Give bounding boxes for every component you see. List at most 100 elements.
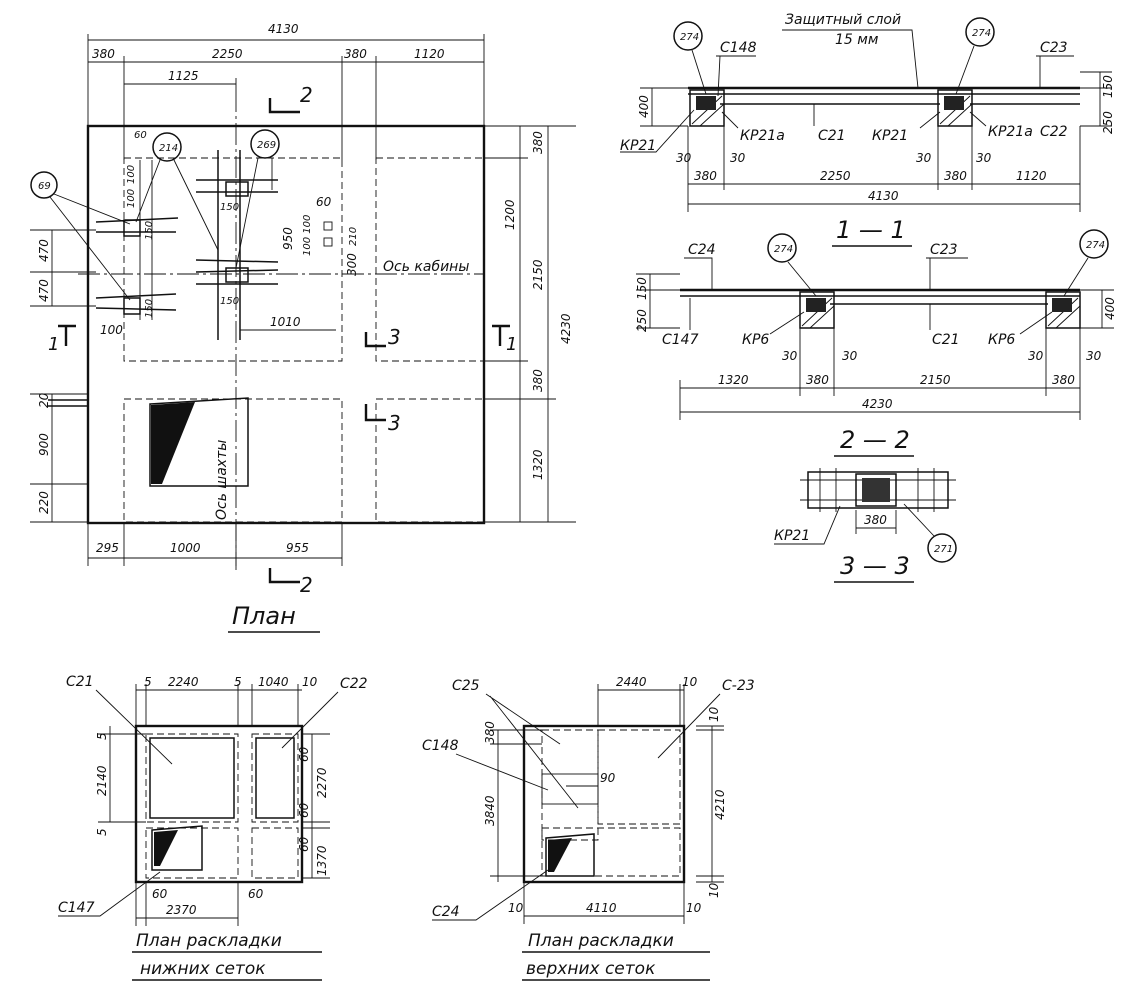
plan-dim-210: 210 xyxy=(348,227,359,246)
s11-label-c148: С148 xyxy=(720,40,757,56)
s33-outline xyxy=(807,471,949,509)
ln-bottom-dim-lines xyxy=(135,882,239,926)
ln-label-c147-leader xyxy=(58,871,161,917)
ln-label-c147: С147 xyxy=(58,900,95,916)
upper-nets-plan: С25 С-23 С148 С24 2440 10 10 4210 10 380… xyxy=(422,675,755,981)
plan-view: Ось кабины Ось шахты 2 2 1 1 3 3 4130 xyxy=(30,22,576,633)
plan-embed-plate-3 xyxy=(225,181,249,197)
ln-dim-5c: 5 xyxy=(95,732,109,740)
ln-slab-outline xyxy=(134,724,304,884)
s11-beam-hatch xyxy=(691,95,973,127)
s11-label-kr21a-right-leader xyxy=(969,111,987,127)
plan-section-3-lower-label: 3 xyxy=(388,411,401,435)
plan-shaft-door-fill xyxy=(151,402,195,484)
un-slab-outline xyxy=(522,724,686,884)
ln-net-c21 xyxy=(145,733,239,823)
plan-top-dimension-lines xyxy=(87,34,485,160)
s22-vertical-dim-lines xyxy=(636,273,1114,329)
s11-label-c23: С23 xyxy=(1040,40,1068,56)
s33-callout-271 xyxy=(927,533,957,563)
plan-dim-100a: 100 xyxy=(126,165,137,184)
plan-dim-left-470a: 470 xyxy=(37,239,51,262)
s11-slab-lines xyxy=(688,93,1080,105)
s22-label-c24: С24 xyxy=(688,242,716,258)
plan-dim-right-380-mid: 380 xyxy=(531,369,545,392)
plan-dim-100b: 100 xyxy=(126,189,137,208)
plan-rebar-left-vertical xyxy=(139,160,153,320)
s11-label-kr21-right: КР21 xyxy=(872,128,908,144)
s11-callout-274-left-label: 274 xyxy=(680,32,699,43)
plan-callout-269-label: 269 xyxy=(257,140,276,151)
s22-dim-380a: 380 xyxy=(806,373,829,387)
plan-callout-269-leaders xyxy=(235,157,273,269)
s11-callout-274-right-label: 274 xyxy=(972,28,991,39)
s22-dim-1320: 1320 xyxy=(718,373,749,387)
s22-callout-274-left-label: 274 xyxy=(774,244,793,255)
plan-left-attachment xyxy=(48,399,88,407)
ln-dim-1040: 1040 xyxy=(258,675,289,689)
s22-dim-30d: 30 xyxy=(1086,349,1102,363)
ln-shaft-door-fill xyxy=(154,830,178,866)
s22-label-c23-leader xyxy=(926,257,968,290)
ln-title-2: нижних сеток xyxy=(140,959,266,979)
s22-dim-400: 400 xyxy=(1103,297,1117,320)
plan-cabin-axis-label: Ось кабины xyxy=(383,259,469,275)
un-shaft-door-fill xyxy=(548,838,572,872)
plan-dim-150a: 150 xyxy=(144,221,155,240)
un-right-dim-lines xyxy=(696,725,724,883)
s11-dim-250: 250 xyxy=(1101,111,1115,134)
ln-dim-5d: 5 xyxy=(95,828,109,836)
s33-callout-271-label: 271 xyxy=(934,544,953,555)
un-dim-10c: 10 xyxy=(707,882,721,898)
s11-dim-400: 400 xyxy=(637,95,651,118)
ln-shaft-door xyxy=(151,825,203,871)
section-2-2: 274 274 С24 С23 С147 С21 КР6 КР6 150 250… xyxy=(635,229,1117,457)
un-title-1: План раскладки xyxy=(528,931,674,951)
plan-small-plate-1 xyxy=(323,221,333,231)
un-dim-10b: 10 xyxy=(707,706,721,722)
plan-cabin-opening xyxy=(123,157,343,362)
un-dim-4110: 4110 xyxy=(586,901,617,915)
s22-dim-30a: 30 xyxy=(782,349,798,363)
un-dim-90: 90 xyxy=(600,771,616,785)
s22-dim-150: 150 xyxy=(635,277,649,300)
plan-slab-outline xyxy=(86,124,486,525)
s22-label-c21: С21 xyxy=(932,332,960,348)
plan-embed-plate-2 xyxy=(123,297,141,315)
un-dim-3840: 3840 xyxy=(483,795,497,826)
plan-dim-seg2: 2250 xyxy=(212,47,243,61)
s11-dim-4130: 4130 xyxy=(868,189,899,203)
plan-dim-300: 300 xyxy=(345,253,359,276)
plan-dim-150d: 150 xyxy=(220,296,239,307)
plan-dim-seg4: 1120 xyxy=(414,47,445,61)
plan-embed-plate-4 xyxy=(225,267,249,283)
section-1-1: Защитный слой 15 мм 274 274 С148 С23 С21… xyxy=(620,12,1115,247)
un-label-c148: С148 xyxy=(422,738,459,754)
s11-callout-274-right xyxy=(965,17,995,47)
s33-embed xyxy=(855,473,897,507)
plan-dim-left-20: 20 xyxy=(37,392,51,408)
ln-dim-10: 10 xyxy=(302,675,318,689)
un-label-c148-leader xyxy=(455,753,549,791)
s11-left-embed xyxy=(696,96,716,110)
un-left-dim-lines xyxy=(490,729,542,882)
plan-callout-69-label: 69 xyxy=(38,181,51,192)
un-label-c24: С24 xyxy=(432,904,460,920)
ln-right-opening xyxy=(255,737,295,819)
un-label-c25: С25 xyxy=(452,678,480,694)
s11-left-beam xyxy=(689,89,725,127)
ln-net-c22 xyxy=(251,733,299,823)
un-label-c25-leaders xyxy=(485,693,579,809)
plan-right-opening-bottom xyxy=(375,398,485,523)
s11-label-kr21-right-leader xyxy=(919,111,941,129)
s11-dim-1120: 1120 xyxy=(1016,169,1047,183)
un-shaft-door xyxy=(545,833,595,877)
s33-dim-380-lines xyxy=(855,510,897,534)
s11-dim-150: 150 xyxy=(1101,75,1115,98)
plan-section-3-lower-mark xyxy=(364,404,386,422)
ln-dim-60a: 60 xyxy=(297,746,311,762)
s11-label-kr21a-right: КР21а xyxy=(988,124,1033,140)
plan-dim-right-2150: 2150 xyxy=(531,259,545,290)
plan-callout-69-leaders xyxy=(49,193,131,301)
plan-dim-seg1: 380 xyxy=(92,47,115,61)
